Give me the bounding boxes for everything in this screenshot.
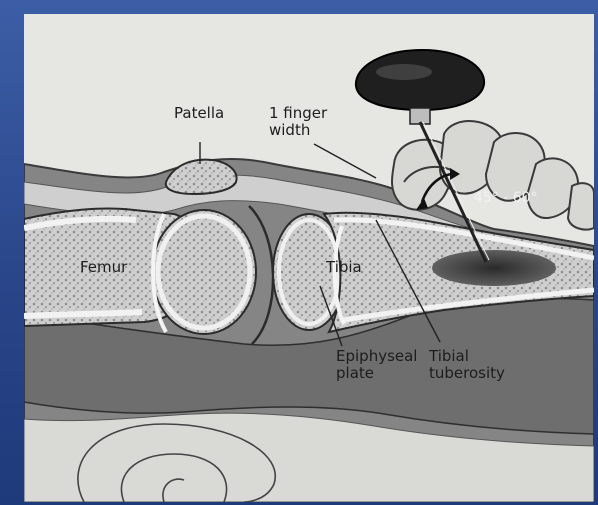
needle-handle [356,50,484,110]
label-patella: Patella [174,105,224,122]
label-tuberosity-line1: Tibial [429,348,505,365]
label-epiphyseal-line2: plate [336,365,417,382]
label-epiphyseal-line1: Epiphyseal [336,348,417,365]
label-finger-width: 1 finger width [269,105,327,139]
label-angle: 45° - 60° [474,190,538,207]
label-finger-width-line2: width [269,122,327,139]
marrow-cavity [432,250,556,286]
label-tuberosity-line2: tuberosity [429,365,505,382]
needle-handle-highlight [376,64,432,80]
label-tibia: Tibia [326,259,362,276]
femur-cortex-bottom [24,312,142,316]
needle-hub [410,108,430,124]
knee-illustration-panel: Patella 1 finger width 45° - 60° Femur T… [24,14,594,502]
femoral-condyle [152,210,256,334]
label-femur: Femur [80,259,127,276]
label-tibial-tuberosity: Tibial tuberosity [429,348,505,382]
label-epiphyseal-plate: Epiphyseal plate [336,348,417,382]
label-finger-width-line1: 1 finger [269,105,327,122]
